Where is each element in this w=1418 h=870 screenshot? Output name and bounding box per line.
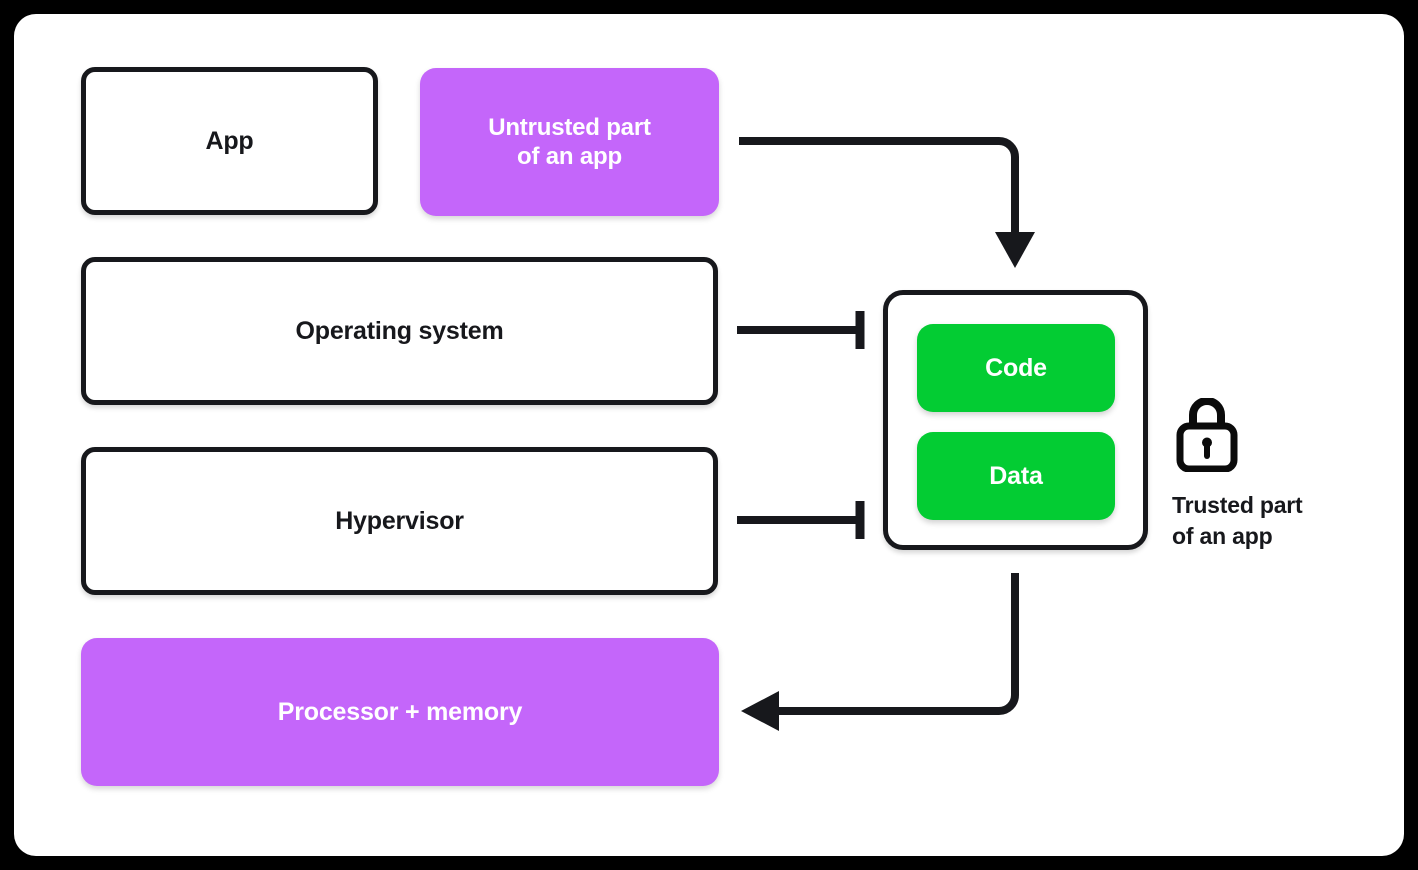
node-hypervisor[interactable]: Hypervisor — [81, 447, 718, 595]
node-processor-memory-label: Processor + memory — [277, 697, 523, 726]
trusted-part-caption-line1: Trusted part — [1172, 492, 1303, 518]
node-operating-system[interactable]: Operating system — [81, 257, 718, 405]
node-untrusted-part-line1: Untrusted part — [488, 113, 651, 141]
node-operating-system-label: Operating system — [295, 316, 504, 345]
node-untrusted-part-line2: of an app — [517, 143, 622, 170]
trusted-part-caption-line2: of an app — [1172, 523, 1273, 550]
node-app[interactable]: App — [81, 67, 378, 215]
node-code[interactable]: Code — [917, 324, 1115, 412]
trusted-part-caption: Trusted part of an app — [1172, 490, 1372, 552]
node-data[interactable]: Data — [917, 432, 1115, 520]
node-untrusted-part-label: Untrusted part of an app — [488, 113, 651, 172]
node-code-label: Code — [985, 353, 1047, 382]
node-data-label: Data — [989, 461, 1043, 490]
node-processor-memory[interactable]: Processor + memory — [81, 638, 719, 786]
node-untrusted-part[interactable]: Untrusted part of an app — [420, 68, 719, 216]
lock-icon — [1176, 398, 1238, 472]
node-hypervisor-label: Hypervisor — [335, 506, 464, 535]
node-app-label: App — [205, 126, 254, 155]
